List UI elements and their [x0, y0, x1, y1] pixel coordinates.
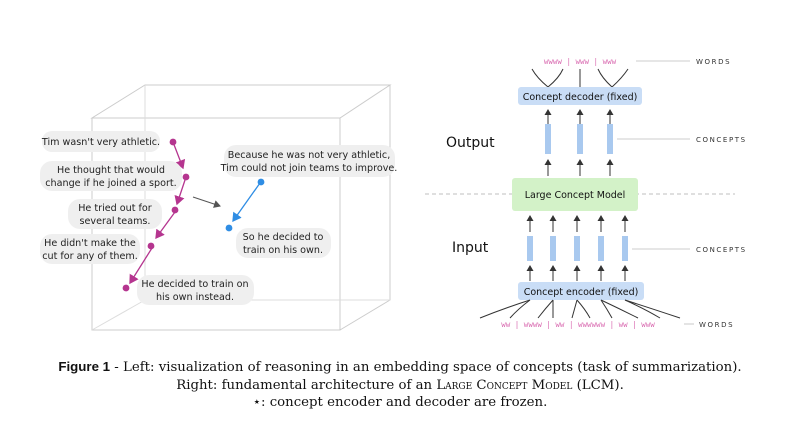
concept-vector — [577, 124, 583, 154]
sentence-bubble-3: He tried out for several teams. — [68, 199, 162, 229]
caption-line-2: Right: fundamental architecture of an La… — [0, 377, 800, 395]
sentence-text: Tim wasn't very athletic. — [41, 137, 160, 148]
input-concepts — [526, 215, 629, 281]
caption-line-3: ⋆: concept encoder and decoder are froze… — [252, 395, 548, 410]
figure-caption: Figure 1 - Left: visualization of reason… — [0, 358, 800, 412]
sentence-bubble-4: He didn't make the cut for any of them. — [40, 234, 140, 264]
summary-bubble-2: So he decided to train on his own. — [236, 228, 331, 258]
concept-encoder-label: Concept encoder (fixed) — [524, 287, 639, 298]
sentence-bubble-2: He thought that would change if he joine… — [40, 161, 182, 191]
caption-line-1: Figure 1 - Left: visualization of reason… — [0, 358, 800, 377]
output-concepts — [544, 109, 614, 176]
concept-point — [182, 173, 190, 181]
sentence-text: cut for any of them. — [42, 251, 138, 262]
summary-point — [257, 178, 265, 186]
summary-concept-path — [232, 182, 261, 223]
summary-text: Tim could not join teams to improve. — [220, 163, 398, 174]
sentence-text: his own instead. — [156, 292, 234, 303]
summary-text: So he decided to — [243, 232, 324, 243]
concepts-tag-bottom: CONCEPTS — [696, 246, 747, 254]
output-label: Output — [446, 135, 495, 151]
summary-bubble-1: Because he was not very athletic, Tim co… — [220, 145, 398, 177]
input-concept-points — [122, 138, 190, 292]
concept-vector — [607, 124, 613, 154]
concept-vector — [550, 236, 556, 261]
words-tag-top: WORDS — [696, 58, 731, 66]
caption-text: Right: fundamental architecture of an — [176, 377, 437, 393]
concept-point — [122, 284, 130, 292]
words-tag-bottom: WORDS — [699, 321, 734, 329]
concept-encoder-box — [518, 282, 644, 300]
summary-point — [225, 224, 233, 232]
caption-text: - Left: visualization of reasoning in an… — [110, 360, 742, 375]
sentence-text: change if he joined a sport. — [45, 178, 176, 189]
concept-vector — [527, 236, 533, 261]
summary-text: Because he was not very athletic, — [228, 150, 391, 161]
sentence-bubble-1: Tim wasn't very athletic. — [41, 131, 160, 152]
input-label: Input — [452, 240, 489, 256]
concept-point — [171, 206, 179, 214]
input-concept-path — [129, 141, 186, 285]
summary-text: train on his own. — [243, 245, 323, 256]
concept-decoder-box — [518, 87, 642, 105]
concept-point — [147, 242, 155, 250]
concept-point — [169, 138, 177, 146]
caption-text: (LCM). — [572, 377, 624, 393]
sentence-text: He thought that would — [57, 165, 165, 176]
encoder-input-branches — [479, 299, 681, 319]
sentence-text: He didn't make the — [44, 238, 136, 249]
model-name: Large Concept Model — [436, 377, 573, 393]
concept-vector — [574, 236, 580, 261]
summarization-arrow — [192, 196, 221, 208]
decoder-output-branches — [531, 68, 629, 88]
concept-vector — [622, 236, 628, 261]
concepts-tag-top: CONCEPTS — [696, 136, 747, 144]
concept-vector — [598, 236, 604, 261]
figure-label: Figure 1 — [58, 359, 111, 374]
concept-vector — [545, 124, 551, 154]
sentence-bubble-5: He decided to train on his own instead. — [137, 275, 254, 305]
sentence-text: several teams. — [80, 216, 151, 227]
large-concept-model-box — [512, 178, 638, 211]
top-words: wwww | www | www — [544, 57, 617, 66]
figure-illustration: Tim wasn't very athletic. He thought tha… — [40, 57, 747, 331]
lcm-label: Large Concept Model — [525, 190, 626, 201]
sentence-text: He decided to train on — [141, 279, 248, 290]
bottom-words: ww | wwww | ww | wwwwww | ww | www — [501, 320, 655, 329]
concept-decoder-label: Concept decoder (fixed) — [523, 92, 638, 103]
sentence-text: He tried out for — [78, 203, 152, 214]
